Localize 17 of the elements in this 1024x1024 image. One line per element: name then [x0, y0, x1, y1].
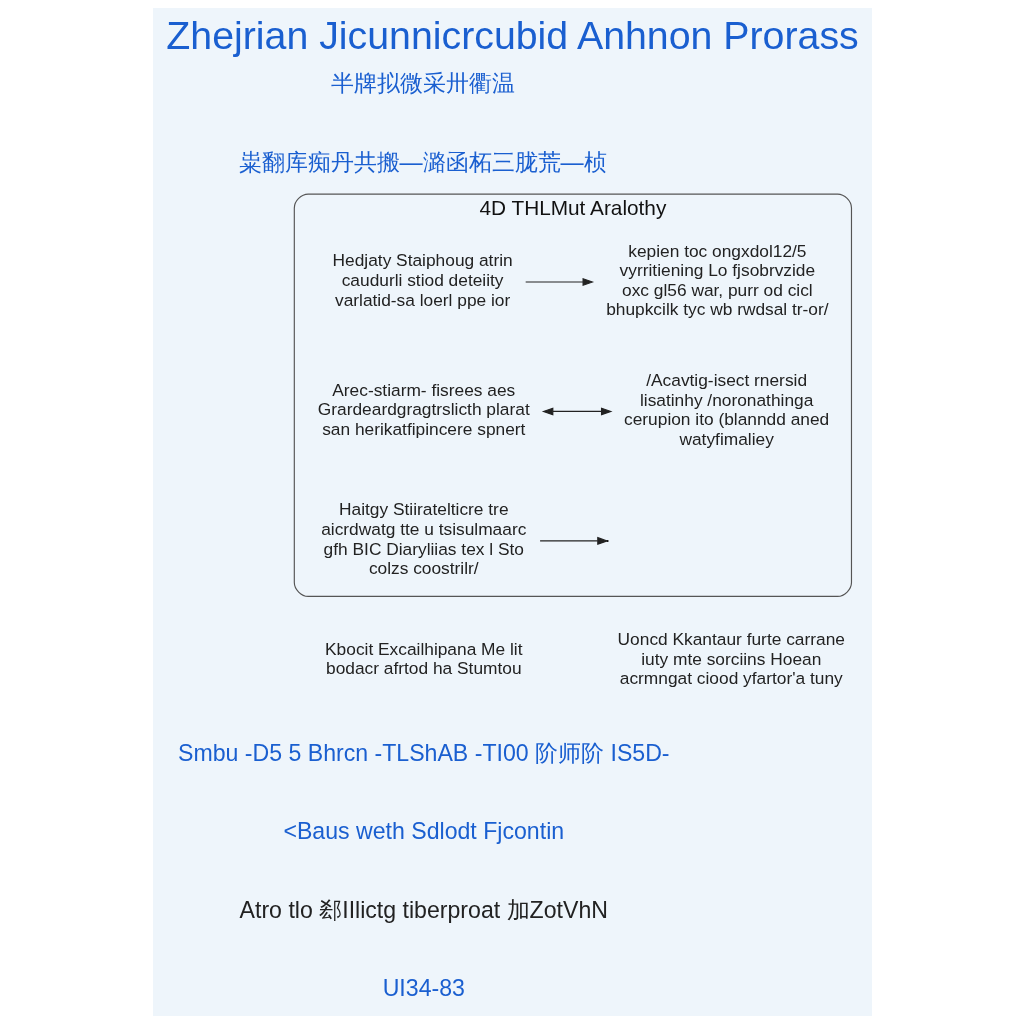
label: UI34-83: [382, 975, 465, 1002]
node-text: /Acavtig-isect rnersid lisatinhy /noronathinga cerupion ito (blanndd aned watyfimaliey: [623, 370, 829, 449]
node-text: kepien toc ongxdol12/5 vyrritiening Lo fjsobrvzide oxc gl56 war, purr od cicl bhupkcilk tyc wb rwdsal tr-or/: [605, 240, 829, 320]
node-text: Hedjaty Staiphoug atrin caudurli stiod deteiity varlatid-sa loerl ppe ior: [332, 250, 513, 310]
arrow: [541, 407, 613, 416]
arrow: [524, 277, 594, 286]
label: Smbu -D5 5 Bhrcn -TLShAB -TI00 阶师阶 IS5D-: [177, 739, 670, 766]
node-text: Arec-stiarm- fisrees aes Grardeardgragtrslicth plarat san herikatfipincere spnert: [317, 379, 530, 440]
node-text: Kbocit Excailhipana Me lit bodacr afrtod ha Stumtou: [324, 638, 523, 679]
label: 半牌拟微采卅衢温: [330, 70, 515, 97]
arrow: [539, 536, 609, 545]
diagram-title: Zhejrian Jicunnicrcubid Anhnon Prorass: [165, 12, 859, 57]
node-text: Uoncd Kkantaur furte carrane iuty mte sorciins Hoean acrmngat ciood yfartor'a tuny: [617, 628, 845, 689]
label: Atro tlo 郄IIlictg tiberproat 加ZotVhN: [239, 896, 608, 923]
node-text: Haitgy Stiiratelticre tre aicrdwatg tte u tsisulmaarc gfh BIC Diaryliias tex l Sto colzs coostrilr/: [320, 499, 526, 579]
label: <Baus weth Sdlodt Fjcontin: [282, 818, 564, 845]
label: 粜翻库痴丹共搬—潞函柘三胧荒—桢: [238, 148, 607, 175]
